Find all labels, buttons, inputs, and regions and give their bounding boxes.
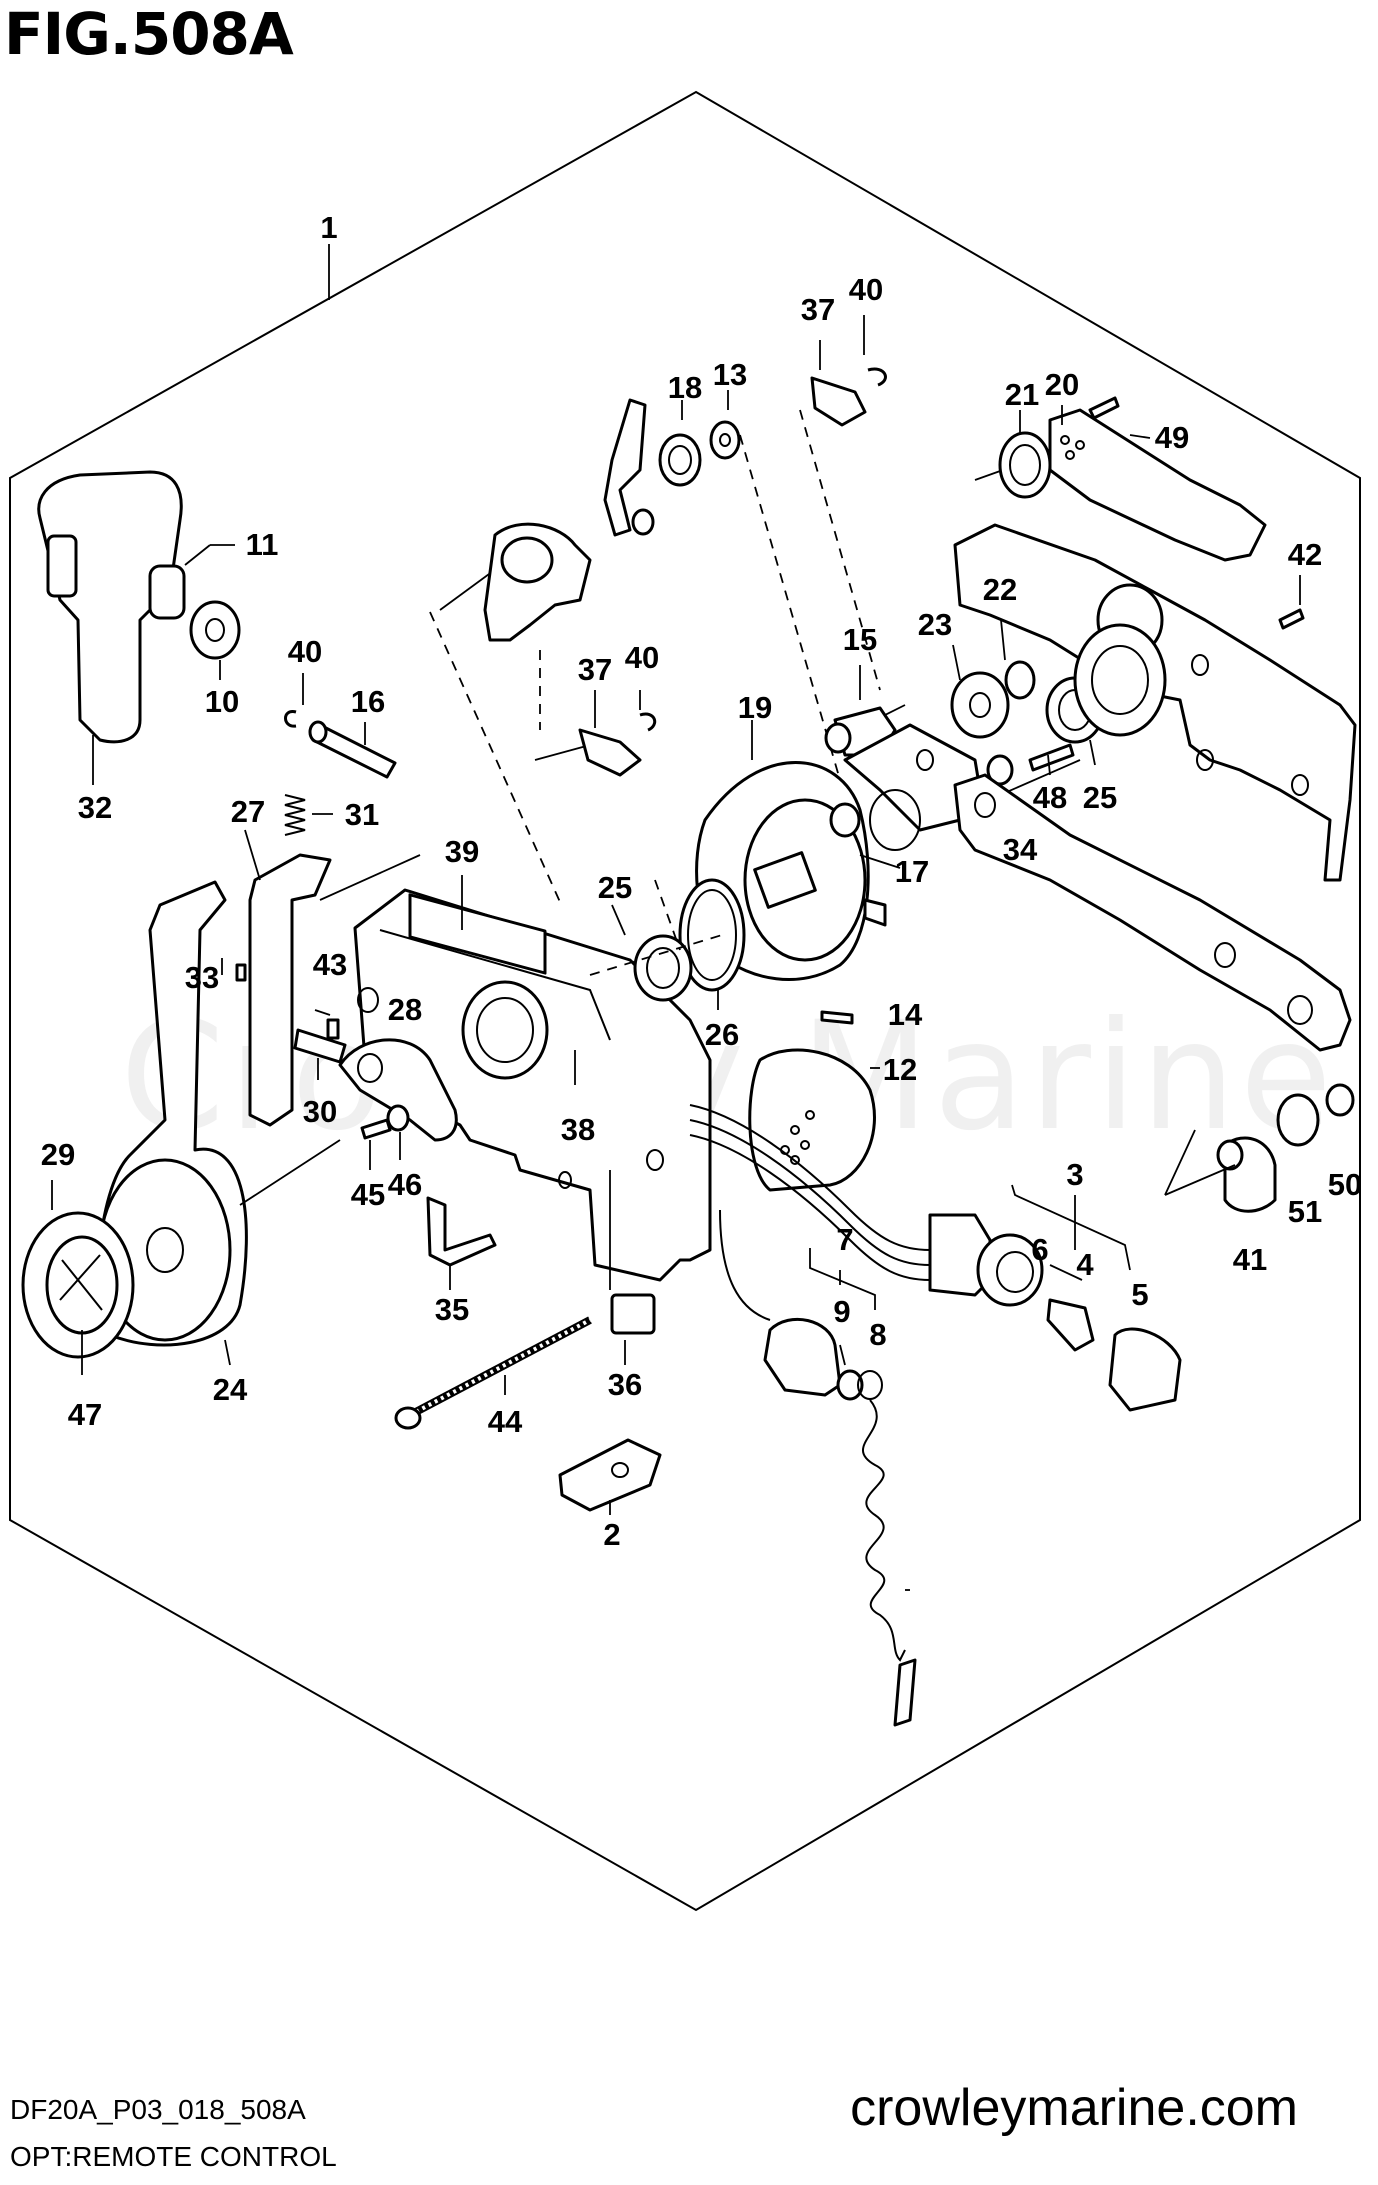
side-cover-part bbox=[953, 523, 1357, 882]
diagram-code: DF20A_P03_018_508A bbox=[10, 2094, 306, 2125]
diagram-name: OPT:REMOTE CONTROL bbox=[10, 2141, 337, 2172]
callout-2: 2 bbox=[603, 1517, 620, 1552]
callout-23: 23 bbox=[918, 607, 952, 642]
clip-part-37b bbox=[578, 728, 642, 777]
callout-43: 43 bbox=[313, 947, 347, 982]
base-plate-part bbox=[953, 773, 1352, 1052]
callout-18: 18 bbox=[668, 370, 702, 405]
callout-32: 32 bbox=[78, 790, 112, 825]
callout-44: 44 bbox=[488, 1404, 523, 1439]
callout-30: 30 bbox=[303, 1094, 337, 1129]
washer-part-10 bbox=[189, 600, 241, 660]
shift-arm-part bbox=[603, 398, 647, 537]
callout-37b: 37 bbox=[578, 652, 612, 687]
callout-36: 36 bbox=[608, 1367, 642, 1402]
callout-11: 11 bbox=[246, 527, 279, 562]
cover-plate-part bbox=[558, 1438, 662, 1512]
lever-grip-part bbox=[37, 470, 183, 785]
callout-40a: 40 bbox=[849, 272, 883, 307]
clip-part bbox=[610, 1293, 656, 1335]
lanyard-cord bbox=[861, 1399, 906, 1662]
callout-24: 24 bbox=[213, 1372, 248, 1407]
callout-31: 31 bbox=[345, 797, 379, 832]
callout-1: 1 bbox=[320, 210, 337, 245]
callout-49: 49 bbox=[1155, 420, 1189, 455]
website-link[interactable]: crowleymarine.com bbox=[850, 2079, 1298, 2137]
callout-19: 19 bbox=[738, 690, 772, 725]
callout-13: 13 bbox=[713, 357, 747, 392]
callout-21: 21 bbox=[1005, 377, 1039, 412]
callout-12: 12 bbox=[883, 1052, 917, 1087]
clip-part-37a bbox=[810, 376, 867, 427]
callout-33: 33 bbox=[185, 960, 219, 995]
callout-20: 20 bbox=[1045, 367, 1079, 402]
callout-37a: 37 bbox=[801, 292, 835, 327]
callout-15: 15 bbox=[843, 622, 877, 657]
callout-6: 6 bbox=[1031, 1232, 1048, 1267]
spring-part bbox=[284, 794, 306, 836]
callout-40b: 40 bbox=[288, 634, 322, 669]
ring-part-21 bbox=[998, 431, 1052, 499]
buzzer-part bbox=[748, 1048, 876, 1192]
callout-27: 27 bbox=[231, 794, 265, 829]
washer-part-13 bbox=[709, 420, 741, 460]
callout-28: 28 bbox=[388, 992, 422, 1027]
callout-5: 5 bbox=[1131, 1277, 1148, 1312]
callout-25b: 25 bbox=[1083, 780, 1117, 815]
key-part bbox=[1046, 1298, 1095, 1352]
stop-switch-part bbox=[763, 1317, 842, 1397]
bushing-part-18 bbox=[658, 433, 702, 487]
figure-title: FIG.508A bbox=[4, 0, 294, 68]
callout-25a: 25 bbox=[598, 870, 632, 905]
callout-3: 3 bbox=[1066, 1157, 1083, 1192]
callout-50: 50 bbox=[1328, 1167, 1362, 1202]
callout-35: 35 bbox=[435, 1292, 469, 1327]
shift-cam-part bbox=[338, 1038, 458, 1142]
callout-38: 38 bbox=[561, 1112, 595, 1147]
callout-51: 51 bbox=[1288, 1194, 1322, 1229]
callout-9: 9 bbox=[833, 1294, 850, 1329]
wire-harness bbox=[689, 1104, 931, 1251]
callout-16: 16 bbox=[351, 684, 385, 719]
callout-46: 46 bbox=[388, 1167, 422, 1202]
gear-part-23 bbox=[950, 671, 1010, 739]
callout-45: 45 bbox=[351, 1177, 385, 1212]
callout-4: 4 bbox=[1076, 1247, 1094, 1282]
control-housing-part bbox=[353, 888, 712, 1282]
callout-7: 7 bbox=[836, 1222, 853, 1257]
callout-34: 34 bbox=[1003, 832, 1038, 867]
lock-bracket-part bbox=[248, 853, 332, 1127]
washer-part-51 bbox=[1276, 1093, 1320, 1147]
callout-22: 22 bbox=[983, 572, 1017, 607]
seal-ring-part bbox=[678, 878, 746, 992]
small-bracket-part bbox=[426, 1196, 497, 1267]
callout-42: 42 bbox=[1288, 537, 1322, 572]
callout-48: 48 bbox=[1033, 780, 1067, 815]
cover-arm-part bbox=[1048, 408, 1267, 562]
callout-8: 8 bbox=[869, 1317, 886, 1352]
bushing-part-25a bbox=[633, 934, 693, 1002]
callout-29: 29 bbox=[41, 1137, 75, 1172]
callout-40c: 40 bbox=[625, 640, 659, 675]
callout-17: 17 bbox=[895, 854, 929, 889]
callout-14: 14 bbox=[888, 997, 923, 1032]
callout-47: 47 bbox=[68, 1397, 102, 1432]
callout-41: 41 bbox=[1233, 1242, 1267, 1277]
callout-26: 26 bbox=[705, 1017, 739, 1052]
watermark: Crowley Marine bbox=[120, 990, 1337, 1164]
callout-39: 39 bbox=[445, 834, 479, 869]
key-cap-part bbox=[1108, 1327, 1182, 1412]
plate-part bbox=[293, 1028, 347, 1064]
button-part bbox=[148, 564, 186, 620]
assembly-boundary bbox=[9, 90, 1361, 1912]
callout-10: 10 bbox=[205, 684, 239, 719]
